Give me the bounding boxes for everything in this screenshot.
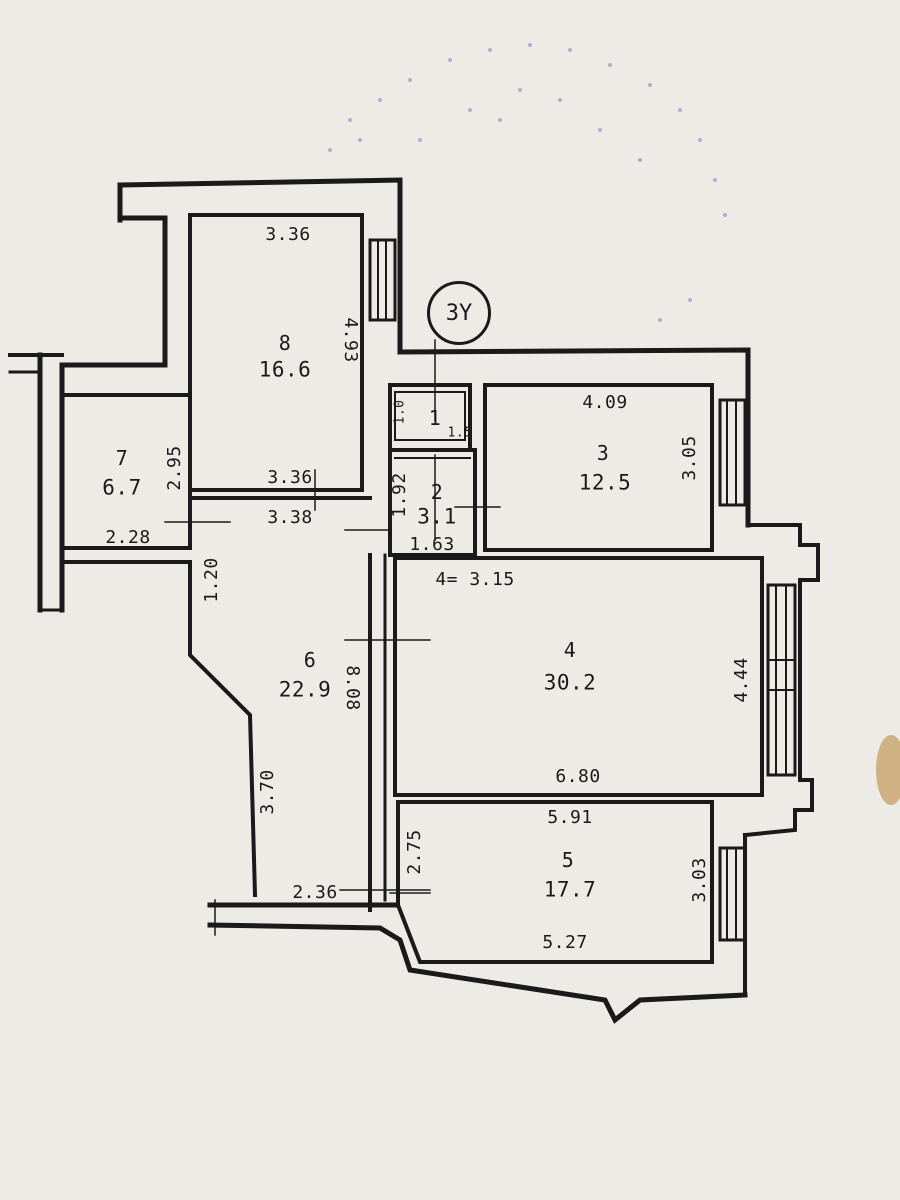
hall-top-dim: 3.38: [267, 507, 313, 528]
room-2-number: 2: [430, 480, 444, 504]
room-6-number: 6: [303, 648, 317, 672]
room-4-side-dim: 4.44: [731, 657, 752, 703]
room-8-area: 16.6: [258, 357, 312, 382]
room-8-number: 8: [278, 331, 292, 355]
room-5-top-dim: 5.91: [547, 807, 593, 828]
paper-stain: [876, 735, 900, 805]
room-7-area: 6.7: [102, 475, 142, 500]
room-7-bottom-dim: 2.28: [105, 527, 151, 548]
room-1-side-dim: 1.0: [392, 399, 408, 425]
room-3-number: 3: [596, 441, 610, 465]
room-8-side-dim: 4.93: [340, 317, 361, 363]
hall-right-dim: 8.08: [342, 665, 363, 711]
plan-mark-circle: 3Y: [427, 281, 491, 345]
room-4-top-dim: 4= 3.15: [435, 569, 515, 590]
faded-stamp: [328, 43, 727, 322]
room-5-side-dim: 3.03: [689, 857, 710, 903]
room-5-left-dim: 2.75: [404, 829, 425, 875]
room-1-number: 1: [428, 406, 442, 430]
room-4-area: 30.2: [543, 670, 597, 695]
room-1-small-dim: 1.5: [447, 425, 473, 441]
hall-side-dim: 1.20: [201, 557, 222, 603]
room-7-side-dim: 2.95: [164, 445, 185, 491]
room-5-bottom-dim: 5.27: [542, 932, 588, 953]
plan-mark: 3Y: [445, 300, 473, 326]
room-5-area: 17.7: [543, 877, 597, 902]
hall-left-dim: 3.70: [257, 769, 278, 815]
room-7-number: 7: [115, 446, 129, 470]
walls: [8, 177, 820, 1024]
room-8-top-dim: 3.36: [265, 224, 311, 245]
room-3-top-dim: 4.09: [582, 392, 628, 413]
room-3-side-dim: 3.05: [679, 435, 700, 481]
room-8-bottom-dim: 3.36: [267, 467, 313, 488]
room-6-area: 22.9: [278, 677, 332, 702]
room-2-area: 3.1: [417, 504, 457, 529]
room-4-number: 4: [563, 638, 577, 662]
hall-bottom-dim: 2.36: [292, 882, 338, 903]
room-4-bottom-dim: 6.80: [555, 766, 601, 787]
room-2-side-dim: 1.92: [389, 472, 410, 518]
room-5-number: 5: [561, 848, 575, 872]
room-2-bottom-dim: 1.63: [409, 534, 455, 555]
room-3-area: 12.5: [578, 470, 632, 495]
